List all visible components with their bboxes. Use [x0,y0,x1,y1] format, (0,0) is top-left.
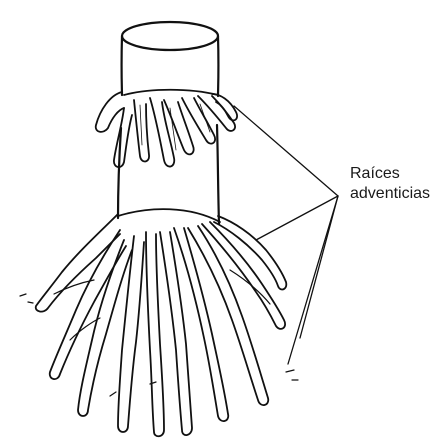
stem-top [122,22,218,50]
adventitious-roots-label: Raíces adventicias [350,164,430,204]
lower-root-mass [20,209,298,436]
label-line-2: adventicias [350,184,430,204]
label-line-1: Raíces [350,164,430,184]
upper-root-whorl [96,90,237,167]
